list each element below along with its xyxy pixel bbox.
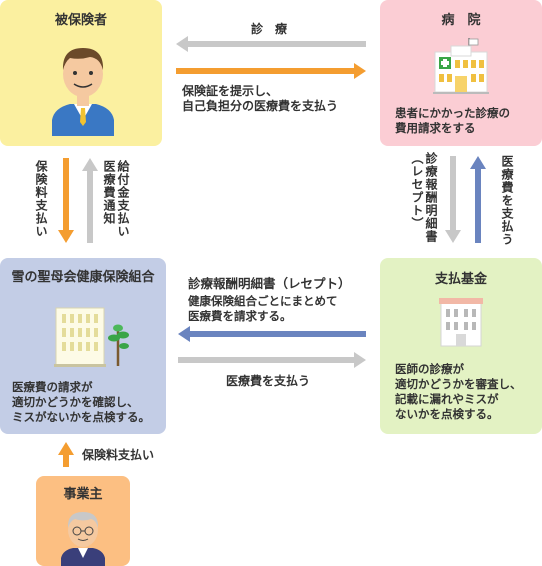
- union-desc-line-3: ミスがないかを点検する。: [12, 410, 150, 424]
- insured-title: 被保険者: [54, 13, 107, 28]
- man-avatar-icon: [52, 48, 114, 136]
- fund-desc-line-4: ないかを点検する。: [395, 407, 499, 421]
- union-desc-line-1: 医療費の請求が: [12, 380, 93, 394]
- fund-desc-line-2: 適切かどうかを審査し、: [395, 377, 522, 391]
- label-premium-payment-vertical: 保険料支払い: [34, 160, 48, 238]
- union-box: 雪の聖母会健康保険組合 医療費の請求が 適切かどうかを確認し、 ミスがないかを点…: [0, 258, 166, 434]
- employer-title: 事業主: [63, 487, 103, 502]
- fund-desc-line-1: 医師の診療が: [395, 362, 464, 376]
- employer-box: 事業主: [36, 476, 130, 566]
- label-insured-to-hospital-line-2: 自己負担分の医療費を支払う: [182, 99, 339, 113]
- fund-box: 支払基金 医師の診療が 適切かどうかを審査し、 記載に漏れやミスが ないかを点検…: [380, 258, 542, 434]
- label-fund-to-union-line-1: 健康保険組合ごとにまとめて: [188, 294, 338, 308]
- hospital-title: 病 院: [441, 13, 481, 28]
- label-employer-to-union: 保険料支払い: [82, 448, 155, 462]
- fund-desc-line-3: 記載に漏れやミスが: [395, 392, 499, 406]
- fund-building-icon: [439, 298, 483, 347]
- label-pay-medical-vertical: 医療費を支払う: [500, 155, 514, 246]
- label-fund-to-union-line-2: 医療費を請求する。: [188, 309, 292, 323]
- union-title: 雪の聖母会健康保険組合: [11, 270, 155, 285]
- label-union-to-fund: 医療費を支払う: [226, 374, 311, 388]
- hospital-box: 病 院 患者にかかった診療の 費用請求をする: [380, 0, 542, 146]
- hospital-desc-line-2: 費用請求をする: [395, 121, 476, 135]
- label-receipt-vertical: 診療報酬明細書 （レセプト）: [410, 152, 438, 243]
- hospital-desc-line-1: 患者にかかった診療の: [395, 106, 510, 120]
- hospital-building-icon: [433, 38, 489, 94]
- label-fund-to-union-title: 診療報酬明細書（レセプト）: [188, 276, 351, 291]
- label-insured-to-hospital-line-1: 保険証を提示し、: [182, 84, 279, 98]
- label-shinryo: 診 療: [251, 22, 288, 36]
- insured-box: 被保険者: [0, 0, 162, 146]
- elderly-man-avatar-icon: [61, 512, 105, 566]
- office-building-with-tree-icon: [54, 307, 129, 367]
- fund-title: 支払基金: [434, 272, 487, 287]
- label-benefit-notice-vertical: 給付金支払い 医療費通知: [102, 160, 130, 238]
- union-desc-line-2: 適切かどうかを確認し、: [12, 395, 139, 409]
